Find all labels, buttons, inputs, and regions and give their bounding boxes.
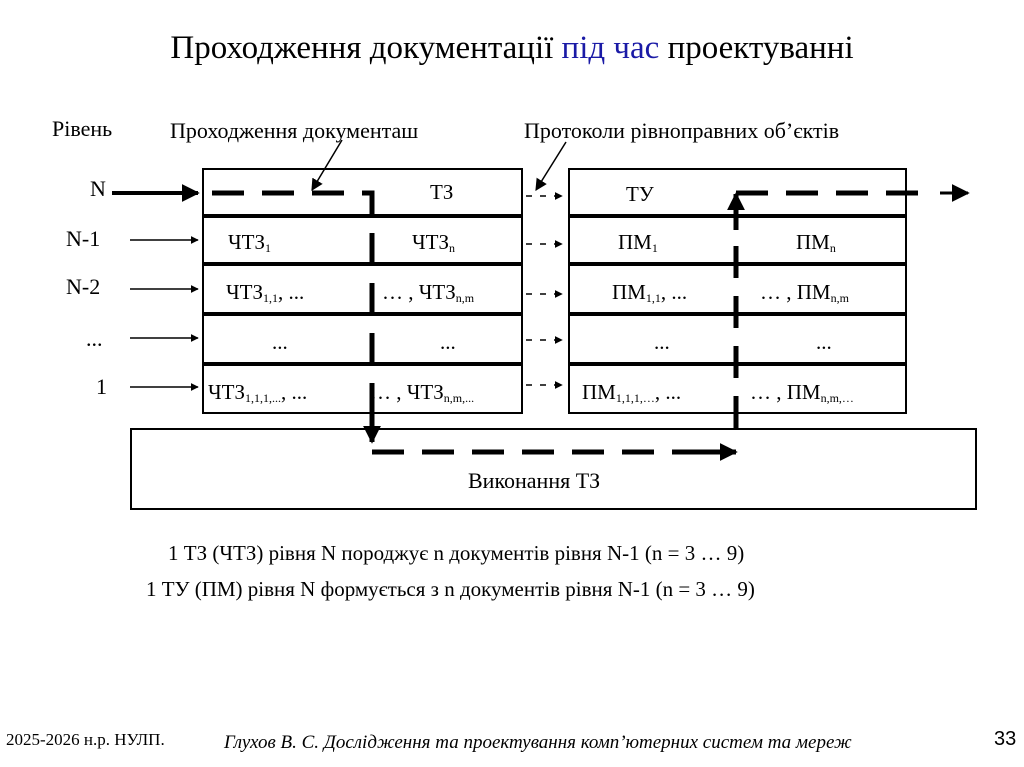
pm-n-text: ПМn <box>796 230 836 256</box>
chtz-111-sub: 1,1,1,... <box>245 391 281 405</box>
protocol-label: Протоколи рівноправних об’єктів <box>524 118 840 143</box>
footer-year: 2025-2026 н.р. НУЛП. <box>6 730 165 749</box>
right-box-level-dots <box>568 314 907 364</box>
execution-box <box>130 428 977 510</box>
pm-nm-sub: n,m <box>830 291 849 305</box>
chtz-nm-head: … , ЧТЗ <box>382 280 456 304</box>
pm-n-sub: n <box>829 241 836 255</box>
chtz-n-text: ЧТЗn <box>412 230 455 256</box>
pm-111-sub: 1,1,1,… <box>615 391 655 405</box>
title-part2: проектуванні <box>659 30 854 66</box>
chtz-11-text: ЧТЗ1,1, ... <box>226 280 304 306</box>
pm-nm-text: … , ПМn,m <box>760 280 849 306</box>
doc-flow-label: Проходження документаш <box>170 118 419 143</box>
chtz-1-text: ЧТЗ1 <box>228 230 271 256</box>
pm-111-base: ПМ <box>582 380 616 404</box>
note-2: 1 ТУ (ПМ) рівня N формується з n докумен… <box>146 577 755 601</box>
note-1: 1 ТЗ (ЧТЗ) рівня N породжує n документів… <box>168 541 745 565</box>
title-highlight: під час <box>561 30 660 66</box>
title-part1: Проходження документації <box>170 30 562 66</box>
pm-111-tail: , ... <box>654 380 682 404</box>
tu-text: ТУ <box>626 182 654 206</box>
tz-text: ТЗ <box>430 180 454 204</box>
chtz-nmx-sub: n,m,... <box>443 391 475 405</box>
left-box-level-dots <box>202 314 523 364</box>
chtz-11-base: ЧТЗ <box>226 280 263 304</box>
execution-label: Виконання ТЗ <box>468 468 601 493</box>
pm-n-base: ПМ <box>796 230 830 254</box>
pm-1-sub: 1 <box>651 241 658 255</box>
chtz-1-sub: 1 <box>265 241 271 255</box>
chtz-11-tail: , ... <box>278 280 305 304</box>
level-header: Рівень <box>52 116 113 141</box>
pm-11-tail: , ... <box>660 280 688 304</box>
level-label-n: N <box>90 176 106 201</box>
pm-11-sub: 1,1 <box>645 291 661 305</box>
level-label-n-2: N-2 <box>66 274 101 299</box>
protocol-pointer <box>535 141 567 192</box>
slide-title: Проходження документації під час проекту… <box>0 30 1024 67</box>
chtz-111-tail: , ... <box>281 380 308 404</box>
pm-11-base: ПМ <box>612 280 646 304</box>
left-dots-a: ... <box>272 330 288 354</box>
right-dots-b: ... <box>816 330 832 354</box>
chtz-nmx-text: … , ЧТЗn,m,... <box>370 380 474 406</box>
level-label-dots: ... <box>86 326 103 351</box>
chtz-n-base: ЧТЗ <box>412 230 449 254</box>
chtz-nm-sub: n,m <box>455 291 475 305</box>
level-label-1: 1 <box>96 374 107 399</box>
left-box-level-n <box>202 168 523 216</box>
pm-nmx-sub: n,m,… <box>820 391 854 405</box>
chtz-n-sub: n <box>449 241 455 255</box>
chtz-111-text: ЧТЗ1,1,1,..., ... <box>208 380 307 406</box>
chtz-1-base: ЧТЗ <box>228 230 265 254</box>
pm-1-base: ПМ <box>618 230 652 254</box>
page-number: 33 <box>994 728 1017 750</box>
chtz-nm-text: … , ЧТЗn,m <box>382 280 474 306</box>
pm-11-text: ПМ1,1, ... <box>612 280 687 306</box>
right-dots-a: ... <box>654 330 670 354</box>
right-box-level-n <box>568 168 907 216</box>
pm-nmx-text: … , ПМn,m,… <box>750 380 854 406</box>
left-dots-b: ... <box>440 330 456 354</box>
pm-111-text: ПМ1,1,1,…, ... <box>582 380 681 406</box>
chtz-111-base: ЧТЗ <box>208 380 245 404</box>
footer-author: Глухов В. С. Дослідження та проектування… <box>224 732 852 753</box>
pm-nmx-head: … , ПМ <box>750 380 821 404</box>
pm-nm-head: … , ПМ <box>760 280 831 304</box>
level-label-n-1: N-1 <box>66 226 101 251</box>
chtz-11-sub: 1,1 <box>263 291 278 305</box>
chtz-nmx-head: … , ЧТЗ <box>370 380 444 404</box>
pm-1-text: ПМ1 <box>618 230 658 256</box>
